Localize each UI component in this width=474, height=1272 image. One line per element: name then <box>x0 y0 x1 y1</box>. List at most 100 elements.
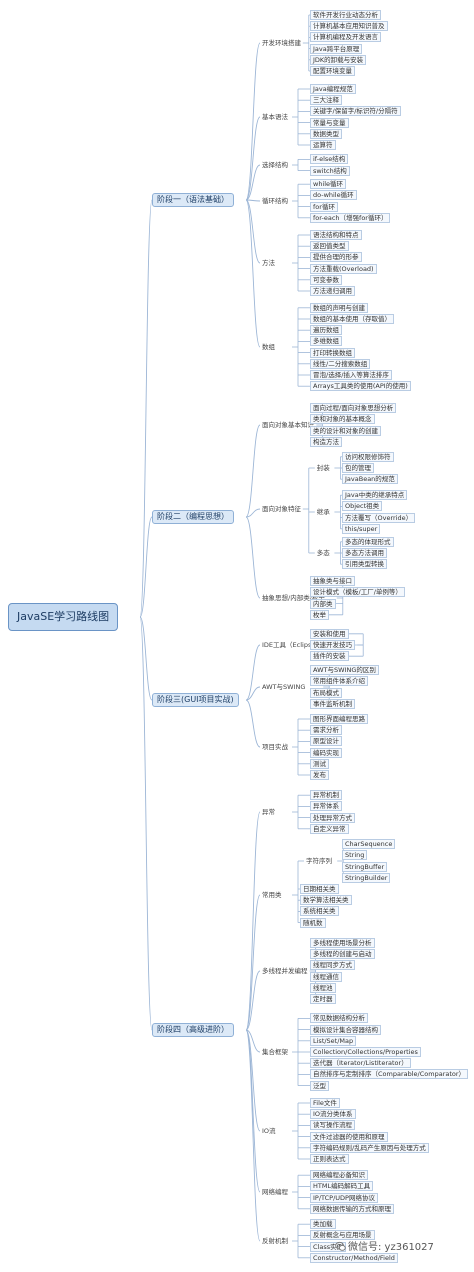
topic-node: IO流 <box>262 1127 276 1135</box>
connector-curve <box>245 894 261 1031</box>
topic-node: 循环结构 <box>262 197 288 205</box>
topic-node: 集合框架 <box>262 1048 288 1056</box>
leaf-node: 常见数据结构分析 <box>310 1013 368 1024</box>
wechat-icon <box>335 1241 346 1251</box>
leaf-node: if-else结构 <box>310 154 349 165</box>
leaf-node: 模拟设计集合容器结构 <box>310 1024 381 1035</box>
connector-curve <box>245 508 261 518</box>
topic-node: 常用类 <box>262 891 282 899</box>
connector-curve <box>245 1029 261 1053</box>
leaf-node: List/Set/Map <box>310 1035 357 1046</box>
leaf-node: 可变参数 <box>310 274 342 285</box>
topic-node: 方法 <box>262 259 275 267</box>
leaf-node: IO流分类体系 <box>310 1109 356 1120</box>
leaf-node: 日期相关类 <box>300 884 339 894</box>
leaf-node: 数据类型 <box>310 128 342 139</box>
leaf-node: 异常机制 <box>310 790 342 801</box>
leaf-node: 编码实现 <box>310 747 342 758</box>
leaf-node: Arrays工具类的使用(API的使用) <box>310 381 411 392</box>
leaf-node: 运算符 <box>310 140 336 150</box>
connector-curve <box>245 199 261 348</box>
connector-curve <box>139 516 153 618</box>
topic-node: 异常 <box>262 808 275 816</box>
topic-node: 面向对象特征 <box>262 505 301 513</box>
leaf-node: 快速开发技巧 <box>310 640 355 650</box>
leaf-node: for循环 <box>310 201 338 212</box>
leaf-node: this/super <box>342 523 381 534</box>
topic-node: 面向对象基本知识 <box>262 421 314 429</box>
connector-curve <box>245 199 261 202</box>
leaf-node: 反射概念与应用场景 <box>310 1230 375 1241</box>
leaf-node: 随机数 <box>300 917 326 928</box>
leaf-node: Object祖类 <box>342 501 383 512</box>
connector-curve <box>245 164 261 201</box>
connector-curve <box>245 686 261 701</box>
connector-curve <box>245 42 261 201</box>
leaf-node: 异常体系 <box>310 801 342 812</box>
leaf-node: 配置环境变量 <box>310 66 355 76</box>
stage-node: 阶段四（高级进阶） <box>152 1023 234 1037</box>
leaf-node: 面向过程/面向对象思想分析 <box>310 403 397 414</box>
leaf-node: 内部类 <box>310 598 336 609</box>
leaf-node: 枚举 <box>310 609 329 620</box>
leaf-node: 常量与变量 <box>310 117 349 128</box>
leaf-node: for-each（增强for循环） <box>310 212 391 223</box>
leaf-node: 测试 <box>310 758 329 769</box>
leaf-node: 数组的声明与创建 <box>310 302 368 313</box>
leaf-node: File文件 <box>310 1098 340 1108</box>
root-node: JavaSE学习路线图 <box>8 603 119 631</box>
leaf-node: 插件的安装 <box>310 651 349 662</box>
leaf-node: 文件过滤器的使用和原理 <box>310 1131 388 1142</box>
leaf-node: 需求分析 <box>310 725 342 736</box>
connector-curve <box>245 1029 261 1242</box>
leaf-node: 处理异常方式 <box>310 812 355 823</box>
leaf-node: 方法递归调用 <box>310 286 355 296</box>
leaf-node: 多态方法调用 <box>342 548 387 558</box>
leaf-node: StringBuffer <box>342 861 388 872</box>
leaf-node: 数组的基本使用（存取值） <box>310 314 394 324</box>
topic-node: 反射机制 <box>262 1237 288 1245</box>
leaf-node: Class实例 <box>310 1241 347 1252</box>
leaf-node: 包的管理 <box>342 463 374 473</box>
leaf-node: 网络编程必备知识 <box>310 1170 368 1181</box>
leaf-node: 类加载 <box>310 1219 336 1230</box>
watermark: 微信号: yz361027 <box>335 1238 434 1253</box>
leaf-node: 返回值类型 <box>310 241 349 252</box>
leaf-node: 字符编码规则/乱码产生原因与处理方式 <box>310 1142 429 1153</box>
leaf-node: switch结构 <box>310 165 350 176</box>
leaf-node: 遍历数组 <box>310 325 342 336</box>
leaf-node: 事件监听机制 <box>310 698 355 709</box>
leaf-node: 引用类型转换 <box>342 559 387 570</box>
connector-curve <box>139 199 153 618</box>
leaf-node: 正则表达式 <box>310 1154 349 1164</box>
leaf-node: 抽象类与接口 <box>310 576 355 587</box>
leaf-node: 三大注释 <box>310 95 342 106</box>
connector-curve <box>139 616 153 1031</box>
leaf-node: 类和对象的基本概念 <box>310 414 375 425</box>
connector-curve <box>245 1029 261 1193</box>
leaf-node: String <box>342 850 368 861</box>
group-node: 字符序列 <box>306 857 332 865</box>
leaf-node: 定时器 <box>310 994 336 1004</box>
topic-node: 数组 <box>262 343 275 351</box>
leaf-node: 类的设计和对象的创建 <box>310 425 381 436</box>
leaf-node: HTML编码解码工具 <box>310 1181 374 1192</box>
leaf-node: 计算机基本应用知识普及 <box>310 21 388 32</box>
leaf-node: 多线程使用场景分析 <box>310 938 375 948</box>
leaf-node: 多线程的创建与启动 <box>310 949 375 960</box>
connector-curve <box>245 199 261 264</box>
leaf-node: 线程池 <box>310 982 336 993</box>
leaf-node: 迭代器（Iterator/ListIterator） <box>310 1058 411 1069</box>
watermark-text: 微信号: yz361027 <box>348 1242 434 1253</box>
group-node: 封装 <box>316 464 330 472</box>
leaf-node: 安装和使用 <box>310 628 349 639</box>
topic-node: 开发环境搭建 <box>262 39 301 47</box>
leaf-node: 语法结构和特点 <box>310 230 362 240</box>
leaf-node: 多维数组 <box>310 336 342 347</box>
leaf-node: Java中类的继承特点 <box>342 490 408 501</box>
leaf-node: 网络数据传输的方式和原理 <box>310 1203 394 1214</box>
connector-curve <box>245 644 261 701</box>
leaf-node: 泛型 <box>310 1080 329 1091</box>
